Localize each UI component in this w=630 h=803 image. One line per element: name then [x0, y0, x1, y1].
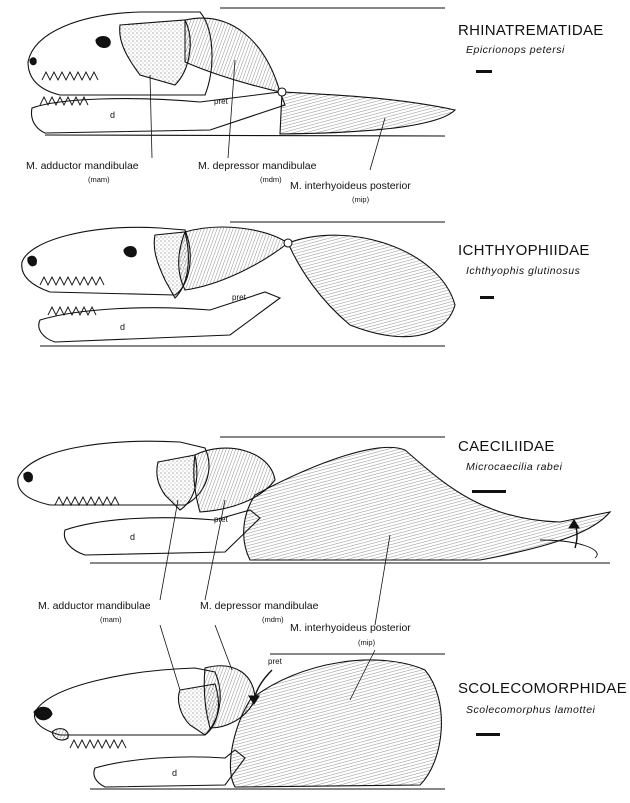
pret-label-1: pret: [214, 97, 229, 106]
abbr-mip-upper: (mip): [352, 195, 370, 204]
naris-3: [23, 471, 33, 483]
mdm-muscle-2: [178, 226, 289, 291]
label-mip-upper: M. interhyoideus posterior: [290, 180, 411, 192]
abbr-mdm-upper: (mdm): [260, 175, 282, 184]
scale-bar-1: [476, 70, 492, 73]
lower-jaw-4: [93, 749, 246, 788]
scale-bar-4: [476, 733, 500, 736]
tail-fold: [539, 539, 598, 559]
mip-muscle-3: [243, 446, 612, 561]
label-mip-lower: M. interhyoideus posterior: [290, 622, 411, 634]
abbr-mam-upper: (mam): [88, 175, 110, 184]
mip-leader-1: [369, 117, 386, 171]
upper-teeth-4: [69, 738, 127, 750]
family-title-caeciliidae: CAECILIIDAE: [458, 438, 555, 455]
dentary-label-2: d: [120, 322, 125, 332]
orbit-2: [123, 245, 137, 258]
label-mdm-upper: M. depressor mandibulae: [198, 160, 317, 172]
panel-caeciliidae: [17, 436, 612, 564]
family-title-ichthyophiidae: ICHTHYOPHIIDAE: [458, 242, 590, 259]
family-title-rhinatrematidae: RHINATREMATIDAE: [458, 22, 604, 39]
body-outline-bottom: [44, 134, 446, 137]
lower-jaw-3: [63, 509, 261, 556]
mam-muscle-1: [119, 19, 191, 86]
snout-4: [33, 706, 53, 721]
label-mdm-lower: M. depressor mandibulae: [200, 600, 319, 612]
orbit: [95, 35, 111, 49]
upper-teeth-3: [54, 495, 120, 507]
abbr-mip-lower: (mip): [358, 638, 376, 647]
abbr-mam-lower: (mam): [100, 615, 122, 624]
lower-teeth: [39, 95, 89, 107]
lower-jaw: [30, 91, 286, 134]
mip-muscle-1: [279, 91, 457, 135]
pret-label-4: pret: [268, 657, 283, 666]
label-mam-upper: M. adductor mandibulae: [26, 160, 139, 172]
mdm-muscle-4: [203, 665, 256, 729]
label-mam-lower: M. adductor mandibulae: [38, 600, 151, 612]
mip-muscle-2: [287, 234, 456, 338]
scale-bar-3: [472, 490, 506, 493]
species-name-microcaecilia: Microcaecilia rabei: [466, 461, 563, 473]
lower-teeth-2: [47, 305, 97, 317]
scale-bar-2: [480, 296, 494, 299]
dentary-label-4: d: [172, 768, 177, 778]
upper-teeth: [41, 70, 99, 82]
lower-jaw-2: [38, 291, 282, 343]
species-name-epicrionops: Epicrionops petersi: [466, 44, 565, 56]
upper-teeth-2: [39, 275, 105, 287]
panel-scolecomorphidae: [33, 653, 445, 790]
species-name-scolecomorphus: Scolecomorphus lamottei: [466, 704, 596, 716]
dentary-label-1: d: [110, 110, 115, 120]
panel-rhinatrematidae: [27, 7, 457, 171]
pret-label-2: pret: [232, 293, 247, 302]
abbr-mdm-lower: (mdm): [262, 615, 284, 624]
family-title-scolecomorphidae: SCOLECOMORPHIDAE: [458, 680, 627, 697]
species-name-ichthyophis: Ichthyophis glutinosus: [466, 265, 581, 277]
mdm-leader-1: [227, 59, 236, 159]
mdm-muscle-1: [184, 17, 281, 93]
naris: [29, 57, 37, 66]
panel-ichthyophiidae: [21, 221, 456, 347]
eye-4: [51, 728, 69, 741]
mam-leader-1: [149, 74, 153, 159]
naris-2: [27, 255, 37, 267]
mip-muscle-4: [229, 659, 442, 788]
dentary-label-3: d: [130, 532, 135, 542]
